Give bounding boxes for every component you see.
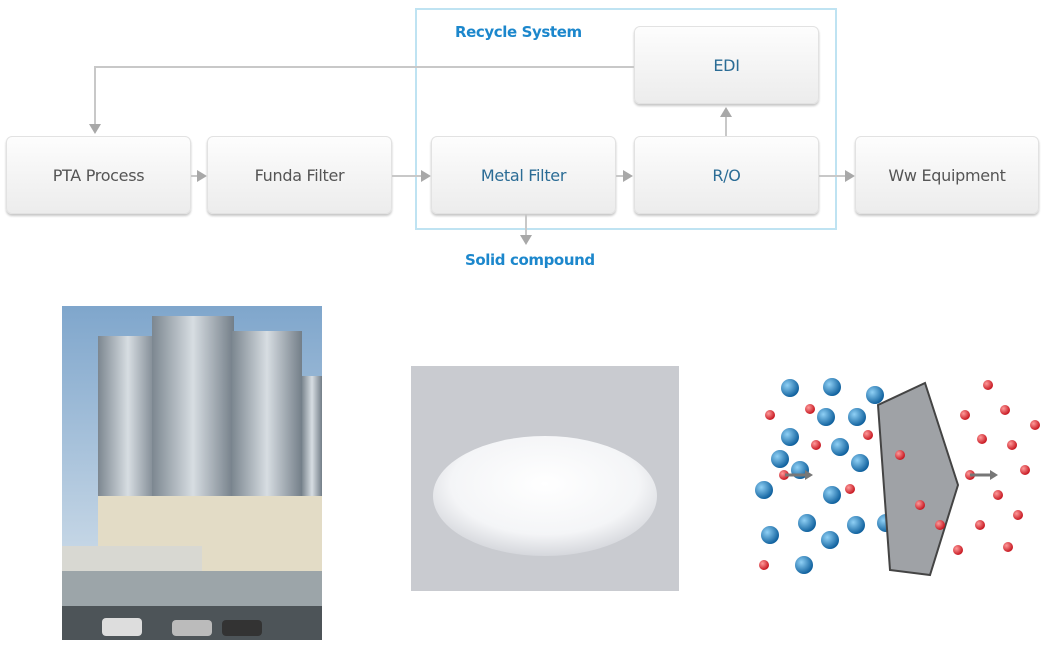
white-powder-photo [411,366,679,591]
solid-compound-label: Solid compound [465,251,595,269]
membrane-filtration-illustration [755,378,1040,577]
arrow-icon [623,170,633,182]
edi-to-pta-line [94,66,634,126]
node-edi: EDI [634,26,819,104]
node-ro: R/O [634,136,819,214]
arrow-icon [89,124,101,134]
flow-arrows [89,66,855,245]
arrow-icon [520,235,532,245]
node-ww-equipment: Ww Equipment [855,136,1039,214]
node-metal-filter: Metal Filter [431,136,616,214]
recycle-system-label: Recycle System [455,23,582,41]
arrow-icon [990,470,998,480]
arrow-icon [805,470,813,480]
arrow-icon [197,170,207,182]
recycle-system-group [415,8,837,230]
silo-photo [62,306,322,640]
arrow-icon [720,107,732,117]
node-pta-process: PTA Process [6,136,191,214]
node-funda-filter: Funda Filter [207,136,392,214]
arrow-icon [845,170,855,182]
arrow-icon [421,170,431,182]
